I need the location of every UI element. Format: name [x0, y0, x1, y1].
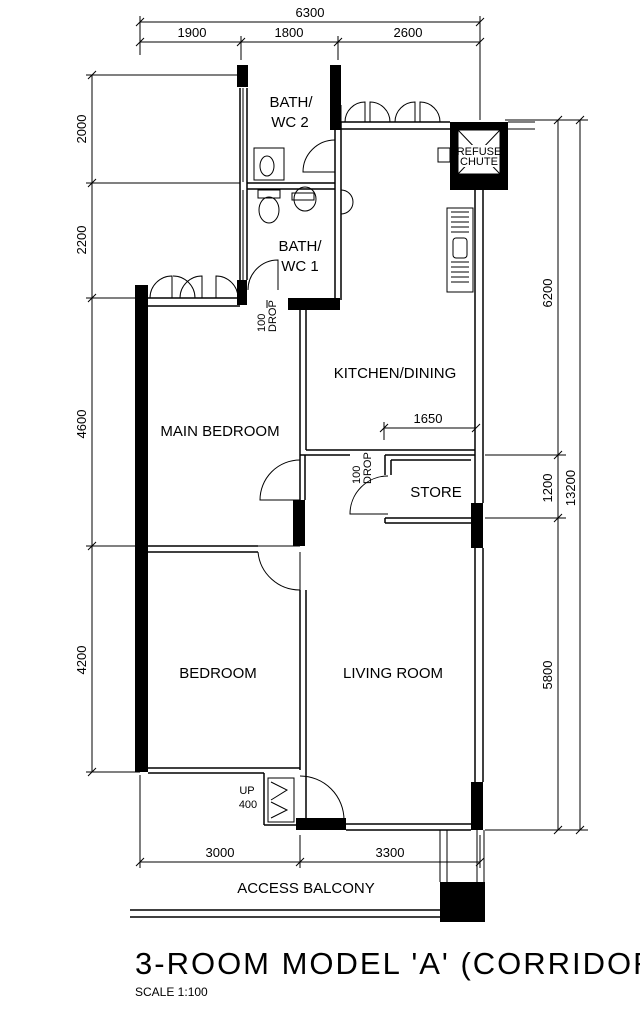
- sanitary-fixtures: [253, 147, 354, 224]
- drop-1-label: DROP: [267, 300, 279, 332]
- dim-left-segment-2: 2200: [74, 226, 89, 255]
- top-dimensions: 6300 1900 1800 2600: [135, 5, 485, 120]
- label-bath-wc-2-line2: WC 2: [271, 114, 309, 131]
- dim-top-total: 6300: [296, 5, 325, 20]
- door-store: [349, 475, 389, 515]
- kitchen-sink-grid: [451, 211, 469, 283]
- plan-scale: SCALE 1:100: [135, 985, 208, 999]
- dim-left-segment-4: 4200: [74, 646, 89, 675]
- kitchen-basin: [340, 189, 354, 215]
- column-top-mid: [330, 65, 341, 130]
- dim-left-segment-3: 4600: [74, 410, 89, 439]
- drop-1-value: 100: [256, 314, 268, 332]
- doors: [247, 139, 389, 823]
- walls: [135, 65, 485, 922]
- wc-bath-2-tank: [291, 192, 315, 201]
- dim-left-segment-1: 2000: [74, 115, 89, 144]
- dim-right-segment-3: 5800: [540, 661, 555, 690]
- dim-top-segment-3: 2600: [394, 25, 423, 40]
- kitchen-sink: [452, 237, 468, 259]
- drop-2-value: 100: [351, 466, 363, 484]
- label-bath-wc-1-line2: WC 1: [281, 258, 319, 275]
- left-facade-wall: [135, 285, 148, 772]
- column-top-left: [237, 65, 248, 87]
- door-entrance: [299, 775, 345, 821]
- dim-right-segment-1: 6200: [540, 279, 555, 308]
- kitchen-counter: [446, 207, 474, 293]
- dim-bottom-segment-2: 3300: [376, 845, 405, 860]
- dim-right-total: 13200: [563, 470, 578, 506]
- annotations: 100 DROP 100 DROP UP 400: [239, 300, 374, 811]
- wc-bath-1: [258, 196, 280, 224]
- dim-right-segment-2: 1200: [540, 474, 555, 503]
- basin-bath-2: [253, 147, 285, 181]
- wc-bath-1-tank: [257, 189, 281, 199]
- label-bath-wc-1-line1: BATH/: [278, 238, 322, 255]
- up-value: 400: [239, 799, 257, 811]
- wall-bath-bottom: [288, 298, 340, 310]
- label-bedroom: BEDROOM: [179, 665, 257, 682]
- column-balcony-void: [446, 894, 476, 916]
- plan-title: 3-ROOM MODEL 'A' (CORRIDOR): [135, 946, 640, 981]
- access-balcony: ACCESS BALCONY: [130, 830, 485, 918]
- door-bath-1: [247, 259, 279, 291]
- door-bedroom: [257, 551, 301, 591]
- dim-top-segment-2: 1800: [275, 25, 304, 40]
- door-shoe-cabinet: [267, 777, 295, 823]
- drop-2-label: DROP: [362, 452, 374, 484]
- dim-bottom-segment-1: 3000: [206, 845, 235, 860]
- label-living-room: LIVING ROOM: [343, 665, 443, 682]
- column-mid: [293, 500, 305, 546]
- column-living-right: [471, 782, 483, 830]
- right-dimensions: 6200 1200 5800 13200: [485, 115, 588, 835]
- label-kitchen-dining: KITCHEN/DINING: [334, 365, 457, 382]
- refuse-chute: REFUSE CHUTE: [437, 121, 535, 190]
- up-label: UP: [239, 785, 254, 797]
- door-main-bedroom: [259, 459, 301, 501]
- wc-bath-2: [293, 186, 317, 212]
- dim-kitchen-inner: 1650: [414, 411, 443, 426]
- refuse-chute-label-line2: CHUTE: [460, 156, 498, 168]
- label-bath-wc-2-line1: BATH/: [269, 94, 313, 111]
- label-main-bedroom: MAIN BEDROOM: [160, 423, 279, 440]
- column-store-right: [471, 503, 483, 548]
- column-bath-low: [237, 280, 247, 305]
- label-store: STORE: [410, 484, 461, 501]
- door-bath-2: [302, 139, 336, 173]
- refuse-chute-label-line1: REFUSE: [457, 146, 502, 158]
- bottom-dimensions: 3000 3300: [135, 775, 485, 868]
- dim-top-segment-1: 1900: [178, 25, 207, 40]
- room-labels: BATH/ WC 2 BATH/ WC 1 KITCHEN/DINING MAI…: [160, 94, 461, 682]
- label-access-balcony: ACCESS BALCONY: [237, 880, 375, 897]
- wall-entrance: [296, 818, 346, 830]
- kitchen-inner-dimension: 1650: [379, 411, 481, 440]
- windows: [149, 88, 441, 299]
